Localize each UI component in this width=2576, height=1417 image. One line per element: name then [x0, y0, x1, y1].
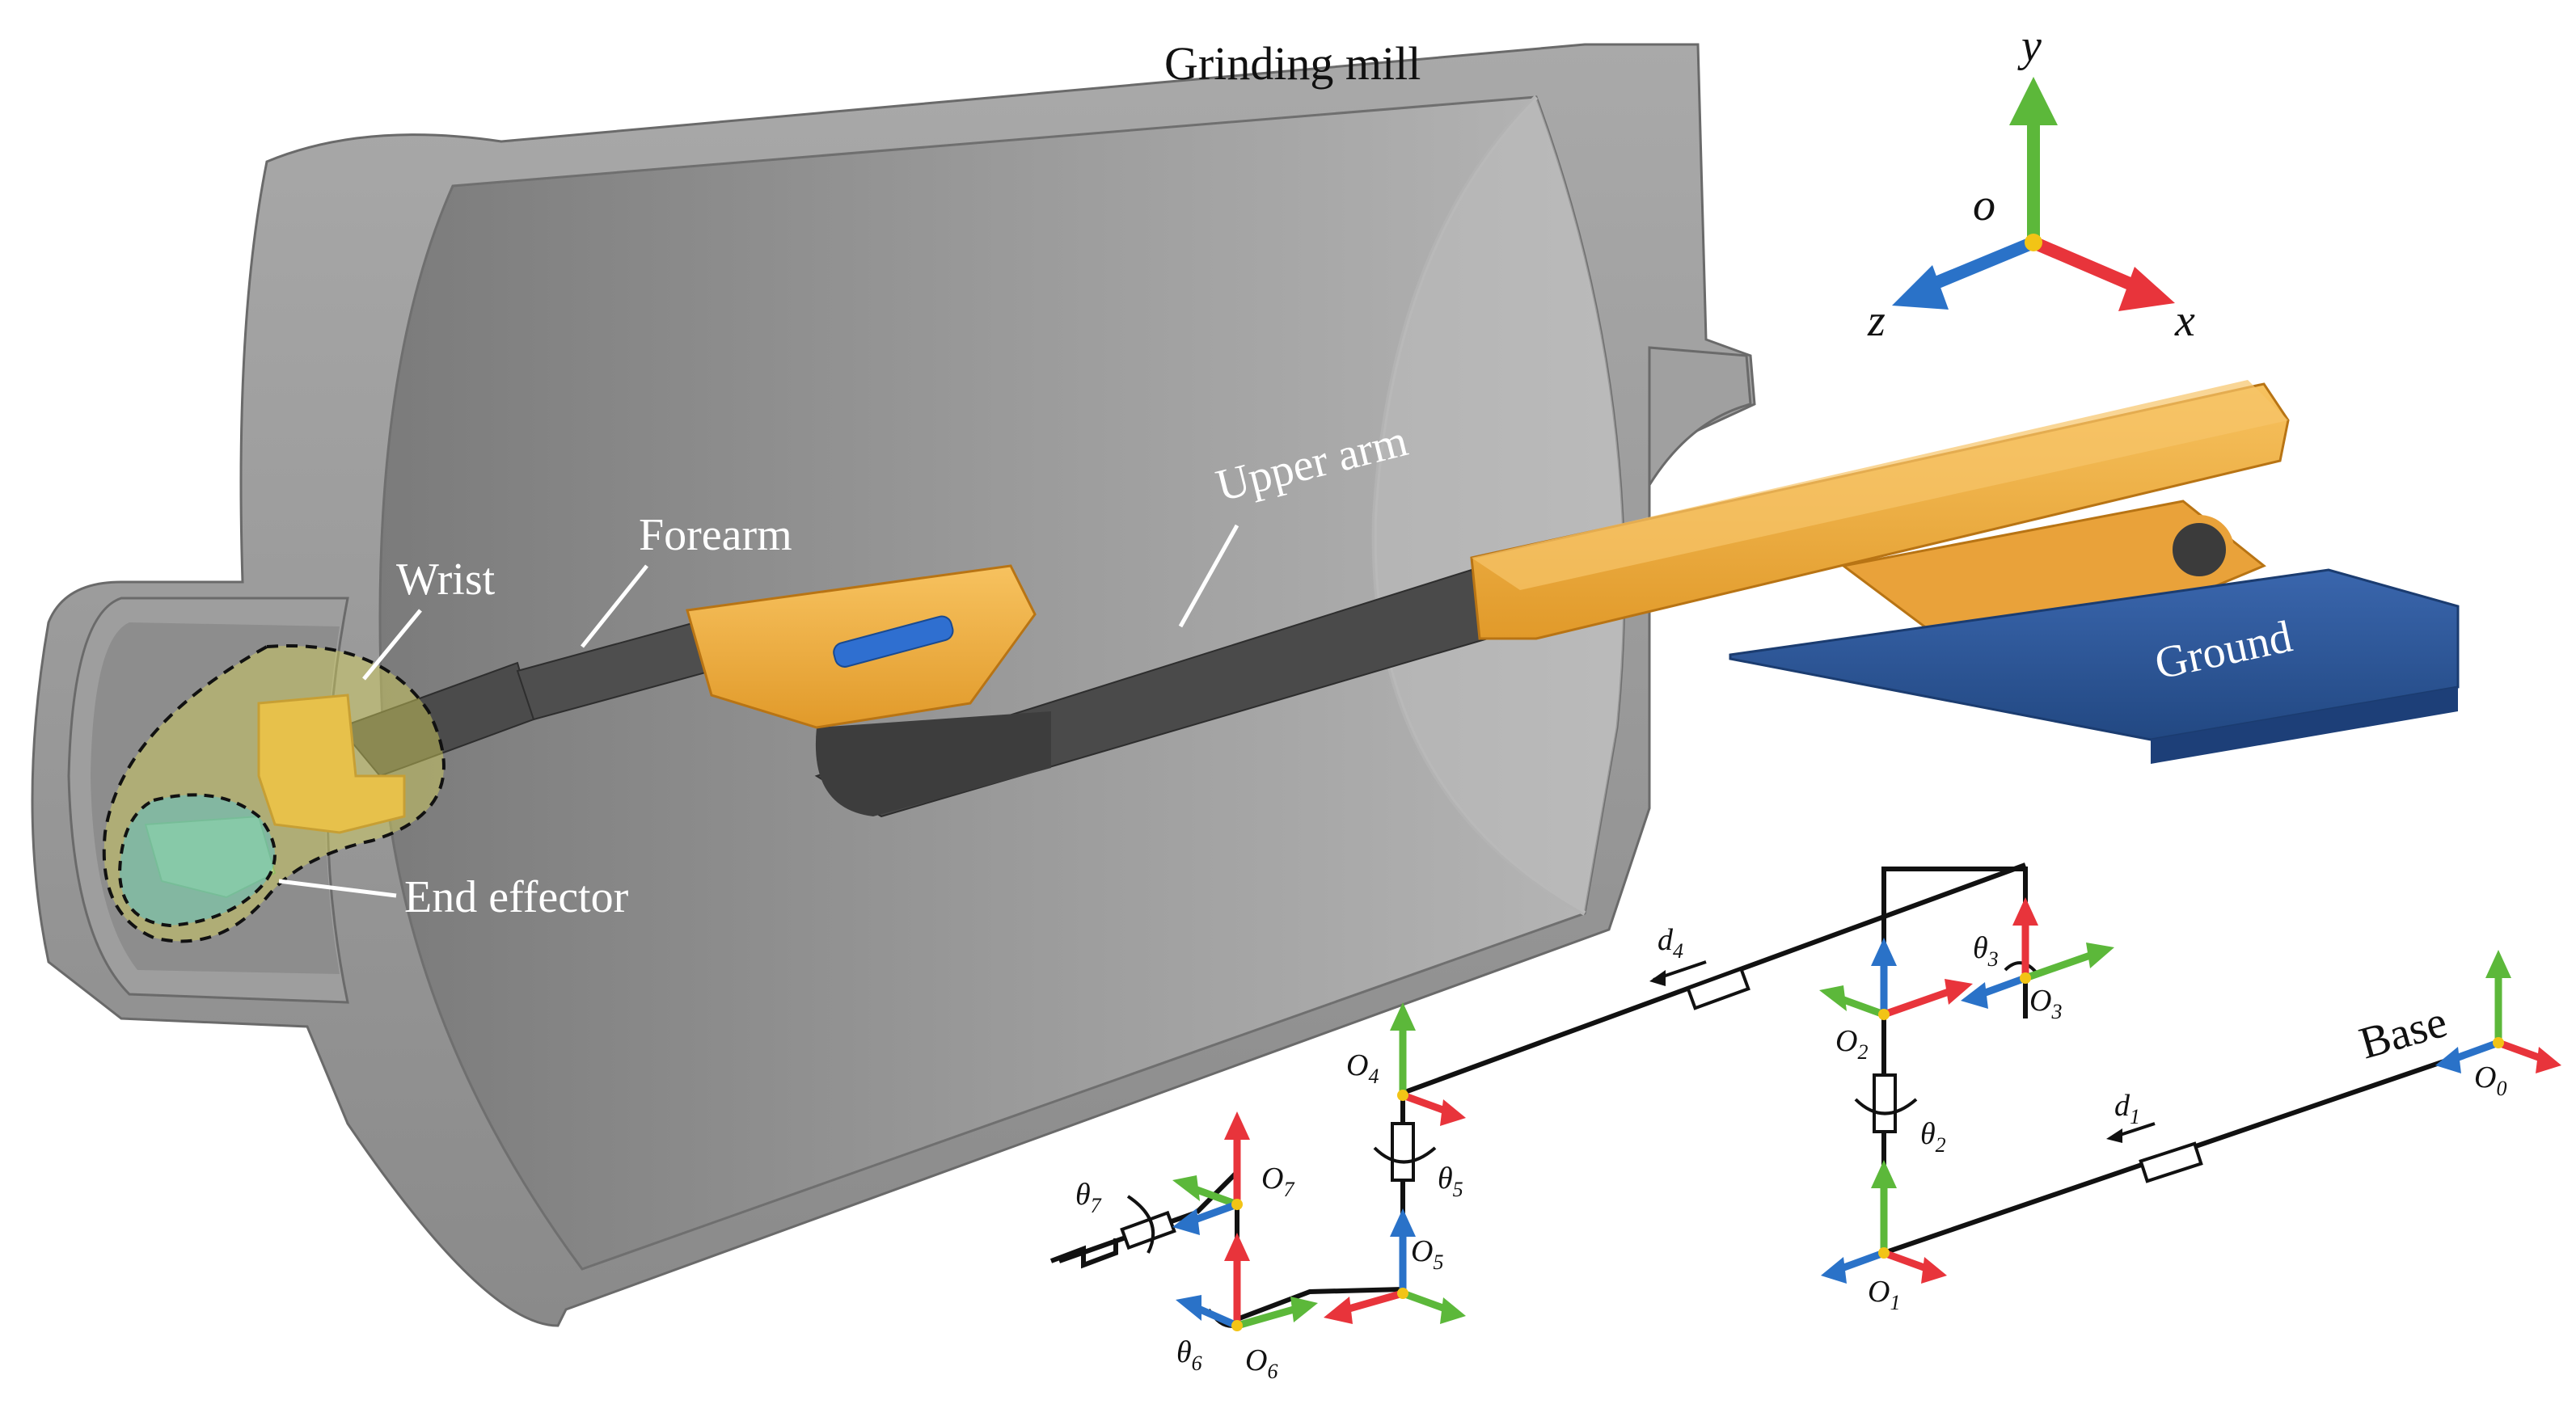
revolute-joint-theta5: [1391, 1122, 1415, 1182]
global-z-arrowhead: [1892, 265, 1949, 310]
ground-platform: [1729, 568, 2460, 764]
global-y-label: y: [2017, 21, 2042, 71]
frame-label-o1: O1: [1868, 1275, 1900, 1314]
prismatic-joint-d4: [1686, 967, 1750, 1010]
mill-trunnion-right: [1648, 346, 1752, 490]
kinematic-chain: O0 O1 O2 O3 O4 O5 O6 O7 d1 d4 θ2 θ3 θ5 θ…: [1049, 862, 2561, 1383]
boom-top-face: [1472, 380, 2288, 590]
joint-label-theta7: θ7: [1075, 1178, 1102, 1217]
frame-o6: [1176, 1233, 1318, 1331]
wrist-body: [257, 694, 406, 834]
frame-o4: [1390, 1002, 1466, 1126]
tool-tip-symbol: [1049, 1238, 1118, 1269]
frame-label-o5: O5: [1411, 1234, 1443, 1274]
ground-side: [2151, 687, 2458, 764]
frame-o1: [1821, 1160, 1947, 1284]
global-axis-triad: y o z x: [1867, 21, 2195, 346]
global-z-label: z: [1867, 296, 1886, 346]
d4-arrowhead: [1649, 970, 1666, 986]
label-grinding-mill: Grinding mill: [1164, 37, 1421, 90]
joint-label-theta3: θ3: [1973, 931, 1999, 971]
chain-links: [1881, 867, 2499, 1257]
label-forearm: Forearm: [639, 510, 792, 560]
joint-labels: d1 d4 θ2 θ3 θ5 θ6 θ7: [1075, 923, 2140, 1375]
frame-label-o7: O7: [1261, 1162, 1294, 1201]
frame-o0: [2435, 950, 2561, 1073]
global-z-axis: [1917, 236, 2037, 296]
joint-label-d1: d1: [2114, 1089, 2140, 1128]
theta7-rotation-arrow: [1126, 1195, 1155, 1254]
global-x-label: x: [2174, 296, 2195, 346]
global-x-axis: [2030, 236, 2150, 297]
frame-label-o0: O0: [2474, 1061, 2506, 1100]
upper-arm-leader: [1178, 524, 1239, 628]
end-effector-workspace-zone: [117, 793, 277, 928]
frame-label-o4: O4: [1346, 1048, 1379, 1088]
mill-end-wall-fill: [1374, 97, 1624, 913]
upper-arm-swing: [815, 711, 1051, 816]
end-effector-leader: [278, 879, 397, 898]
global-y-arrowhead: [2009, 77, 2058, 125]
revolute-joint-theta2: [1873, 1073, 1897, 1133]
global-origin-label: o: [1973, 180, 1995, 230]
global-origin-dot: [2025, 234, 2042, 251]
frame-label-o6: O6: [1245, 1343, 1277, 1383]
theta2-rotation-arrow: [1854, 1098, 1918, 1115]
forearm-leader: [581, 564, 648, 648]
label-end-effector: End effector: [404, 872, 629, 922]
theta5-rotation-arrow: [1373, 1146, 1437, 1164]
hydraulic-cylinder: [833, 615, 954, 668]
joint-label-theta2: θ2: [1920, 1117, 1946, 1157]
prismatic-joint-d1: [2139, 1141, 2203, 1183]
frame-label-o3: O3: [2029, 984, 2062, 1023]
global-x-arrowhead: [2118, 267, 2175, 311]
joint-label-d4: d4: [1658, 923, 1683, 963]
label-wrist: Wrist: [396, 555, 496, 605]
frame-o7: [1172, 1111, 1250, 1235]
chain-link-o7-stub: [1194, 1170, 1239, 1215]
frame-o3: [1961, 897, 2114, 1009]
frame-label-o2: O2: [1835, 1024, 1868, 1064]
wrist-leader: [362, 609, 422, 681]
label-base: Base: [2354, 997, 2452, 1069]
carriage-wheel: [2164, 515, 2234, 584]
d1-arrowhead: [2106, 1128, 2122, 1143]
joint-label-theta6: θ6: [1176, 1335, 1202, 1375]
frame-o2: [1819, 938, 1973, 1020]
joint-label-theta5: θ5: [1438, 1162, 1463, 1201]
frame-o5: [1324, 1208, 1466, 1324]
frame-labels: O0 O1 O2 O3 O4 O5 O6 O7: [1245, 984, 2506, 1383]
